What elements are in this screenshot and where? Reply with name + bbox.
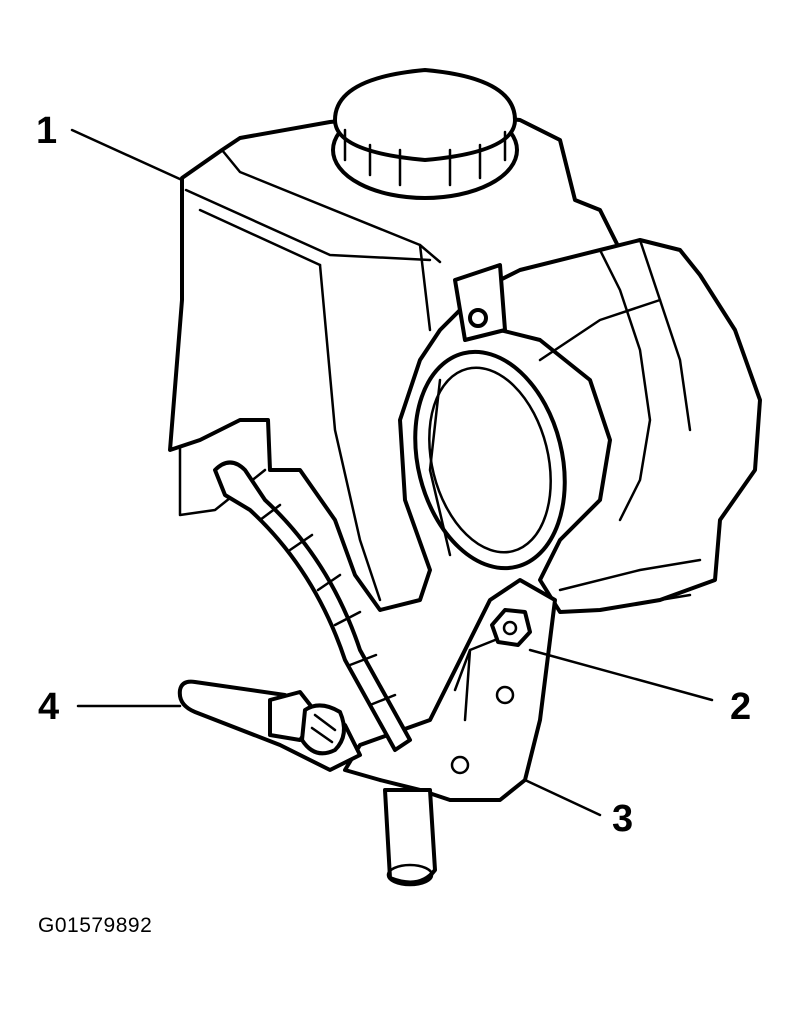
- bracket-bolt: [490, 608, 532, 647]
- return-hose: [213, 460, 412, 752]
- figure-id-label: G01579892: [38, 914, 153, 937]
- pump-inlet-port: [413, 349, 567, 571]
- callout-label-4: 4: [38, 686, 60, 728]
- lower-tube: [383, 788, 437, 887]
- leader-line-2: [528, 648, 714, 702]
- mounting-tab: [453, 263, 507, 342]
- callout-label-3: 3: [612, 798, 634, 840]
- leader-line-1: [70, 128, 184, 182]
- leader-line-3: [523, 778, 602, 817]
- pump-housing: [458, 238, 762, 614]
- callout-label-1: 1: [36, 110, 58, 152]
- callout-label-2: 2: [730, 686, 752, 728]
- leader-lines: [70, 128, 714, 817]
- pressure-line: [177, 679, 362, 772]
- filler-cap: [331, 68, 519, 200]
